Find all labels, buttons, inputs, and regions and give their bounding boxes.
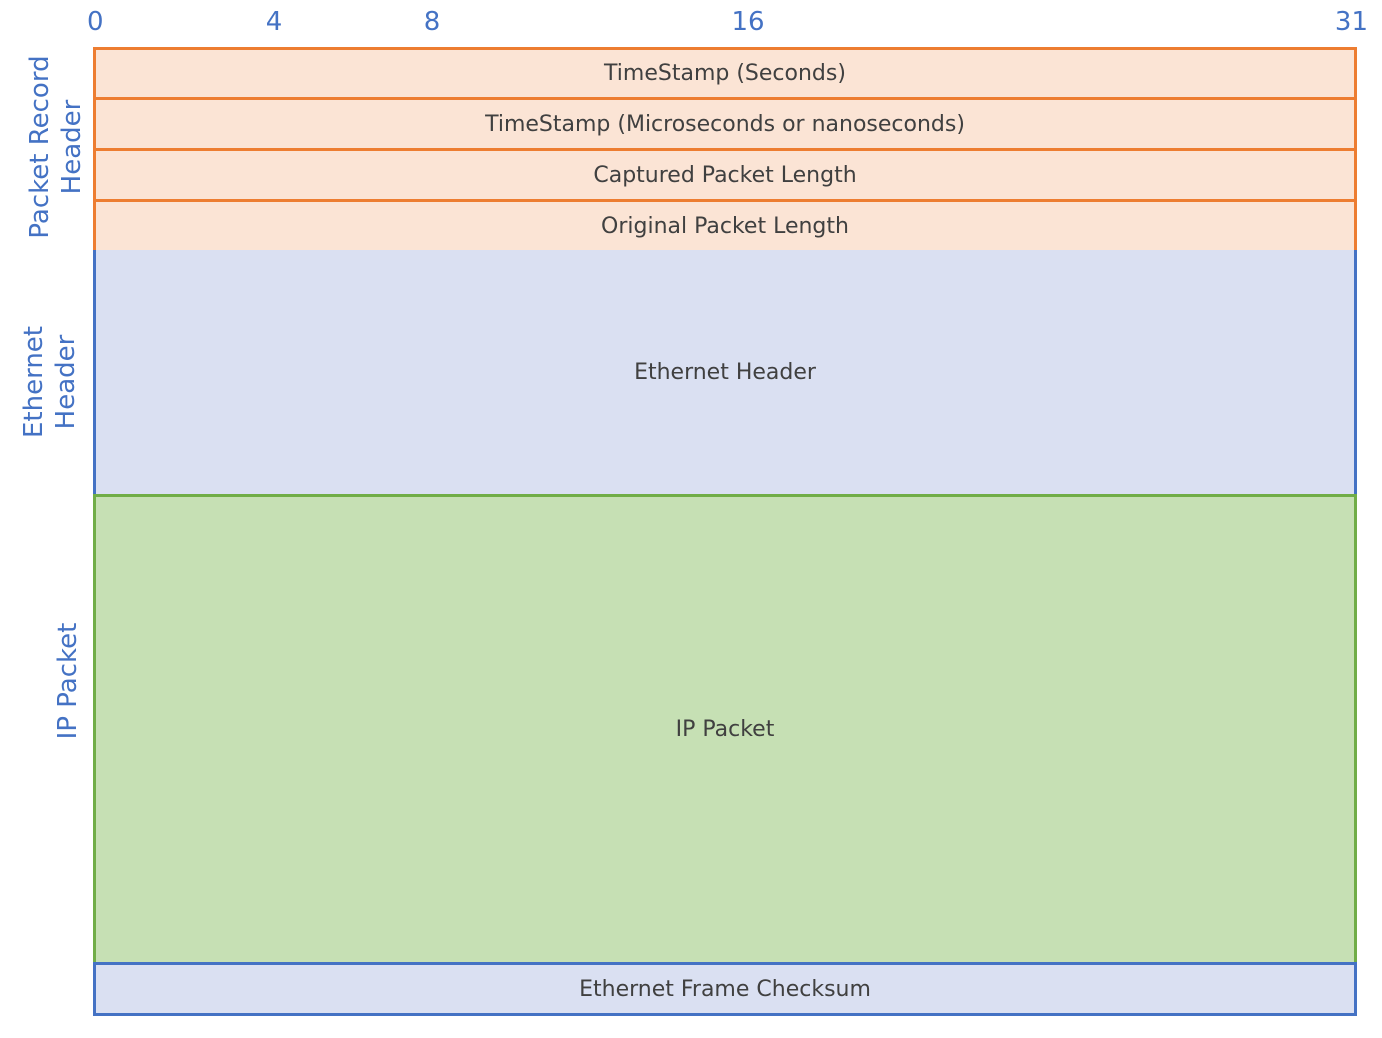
ip-packet-field: IP Packet (93, 494, 1357, 965)
ip-packet-label: IP Packet (52, 623, 84, 740)
packet-record-header-label: Packet Record Header (24, 55, 88, 238)
ip-packet-text: IP Packet (675, 717, 775, 742)
ethernet-header-label-line1: Ethernet (19, 326, 49, 438)
ethernet-header-text: Ethernet Header (634, 359, 816, 385)
bit-label-16: 16 (731, 7, 765, 37)
packet-record-header-label-line2: Header (57, 99, 87, 195)
bit-label-8: 8 (423, 7, 441, 37)
bit-label-4: 4 (265, 7, 283, 37)
ip-packet-label-text: IP Packet (53, 622, 83, 740)
bit-label-31: 31 (1334, 7, 1368, 37)
ethernet-checksum-field: Ethernet Frame Checksum (93, 962, 1357, 1016)
captured-length-field: Captured Packet Length (93, 148, 1357, 202)
timestamp-fraction-text: TimeStamp (Microseconds or nanoseconds) (485, 111, 965, 137)
original-length-field: Original Packet Length (93, 199, 1357, 253)
packet-record-header-label-line1: Packet Record (25, 55, 55, 239)
timestamp-seconds-text: TimeStamp (Seconds) (604, 61, 846, 86)
ethernet-header-field: Ethernet Header (93, 250, 1357, 497)
original-length-text: Original Packet Length (601, 213, 849, 239)
timestamp-seconds-field: TimeStamp (Seconds) (93, 47, 1357, 100)
ethernet-checksum-text: Ethernet Frame Checksum (579, 976, 871, 1002)
ethernet-header-label-line2: Header (51, 334, 81, 430)
timestamp-fraction-field: TimeStamp (Microseconds or nanoseconds) (93, 97, 1357, 151)
captured-length-text: Captured Packet Length (593, 162, 857, 188)
bit-label-0: 0 (87, 7, 104, 37)
ethernet-header-label: Ethernet Header (18, 326, 82, 438)
